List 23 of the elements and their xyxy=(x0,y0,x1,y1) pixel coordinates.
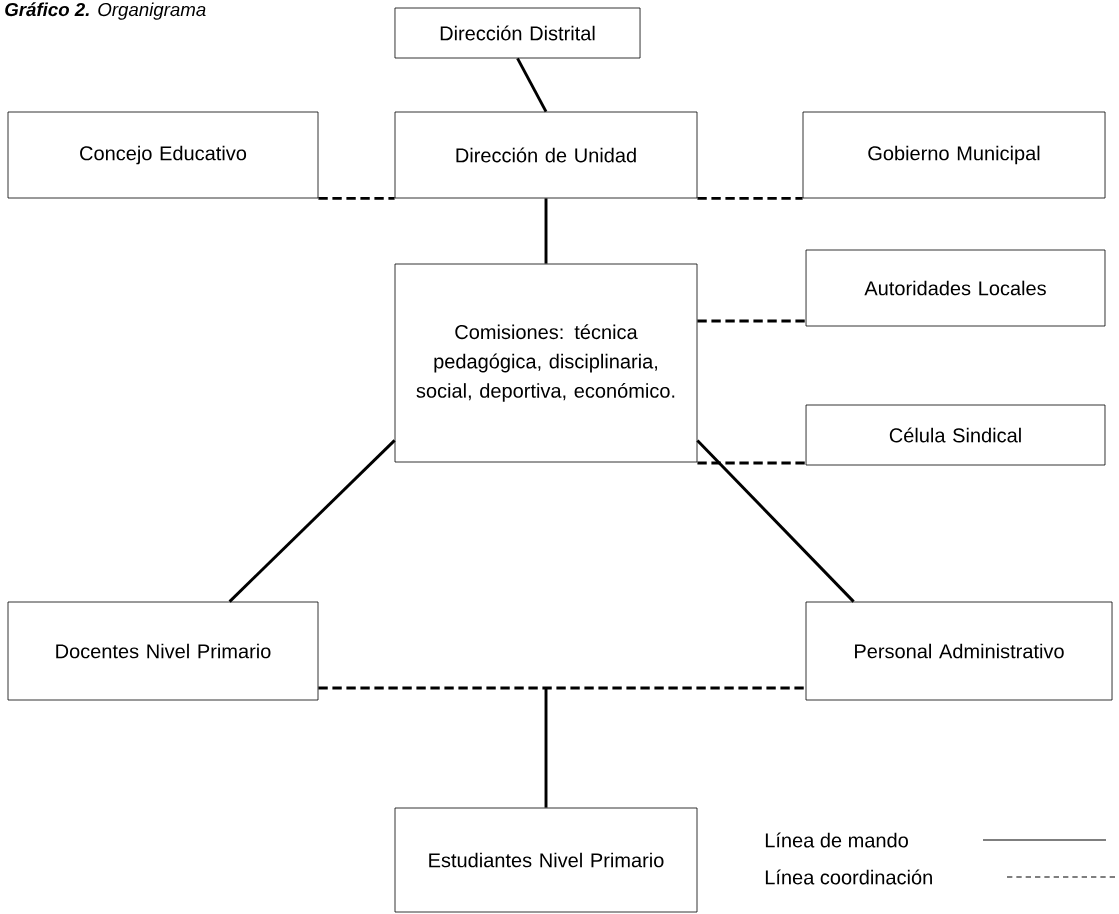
legend-text: Línea de mando xyxy=(765,832,908,848)
connector-line xyxy=(516,57,548,113)
connector-line xyxy=(697,319,806,323)
figure-title: Gráfico 2. Organigrama xyxy=(5,2,206,20)
legend-text: Línea coordinación xyxy=(765,869,932,885)
connector-line xyxy=(318,686,806,690)
connector-line xyxy=(697,461,806,465)
connector-line xyxy=(696,439,855,603)
org-box: Gobierno Municipal xyxy=(802,111,1106,199)
org-box: Célula Sindical xyxy=(805,404,1106,466)
org-box: Concejo Educativo xyxy=(7,111,319,199)
org-box: Dirección de Unidad xyxy=(394,111,698,199)
org-box: Dirección Distrital xyxy=(394,7,641,59)
org-box: Autoridades Locales xyxy=(805,249,1106,327)
connector-line xyxy=(544,688,548,808)
connector-line xyxy=(544,198,548,264)
connector-line xyxy=(697,196,803,200)
connector-line xyxy=(228,439,396,603)
org-box: Personal Administrativo xyxy=(805,601,1113,701)
org-box: Docentes Nivel Primario xyxy=(7,601,319,701)
org-box: Comisiones: técnica pedagógica, disciplinaria, social, deportiva, económico. xyxy=(394,263,698,463)
connector-line xyxy=(318,196,395,200)
org-box: Estudiantes Nivel Primario xyxy=(394,807,698,913)
